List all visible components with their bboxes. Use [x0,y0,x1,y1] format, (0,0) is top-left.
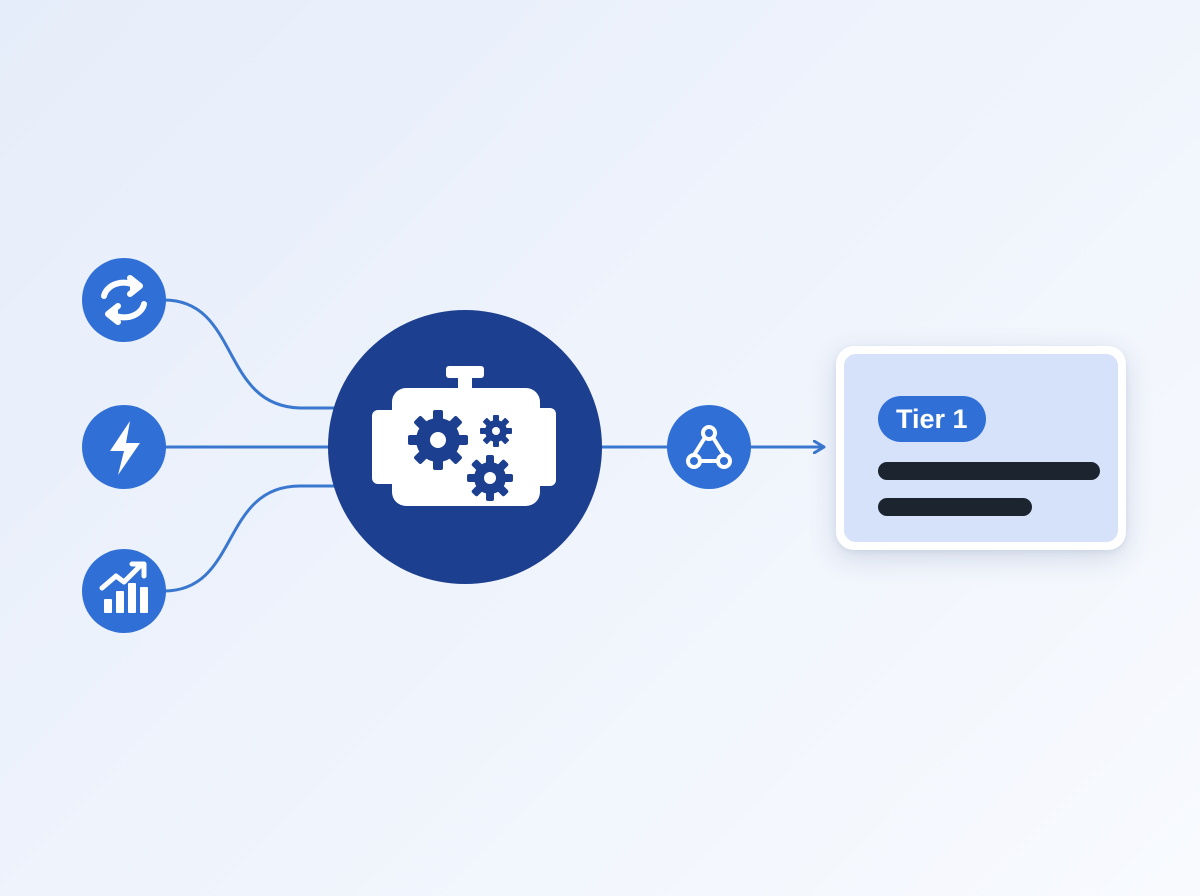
engine-gears-icon [372,366,556,506]
placeholder-text-line [878,498,1032,516]
connector-line-sync [163,298,340,410]
webhook-node[interactable] [667,405,751,489]
engine-node[interactable] [328,310,602,584]
tier-badge: Tier 1 [878,396,986,442]
growth-chart-icon [99,561,148,613]
input-node-growth[interactable] [82,549,166,633]
output-card-body: Tier 1 [844,354,1118,542]
placeholder-text-line [878,462,1100,480]
webhook-icon [686,425,732,469]
input-node-sync[interactable] [82,258,166,342]
sync-icon [101,275,147,325]
lightning-icon [110,421,140,475]
output-card[interactable]: Tier 1 [836,346,1126,550]
input-node-lightning[interactable] [82,405,166,489]
connector-line-growth [163,484,340,593]
